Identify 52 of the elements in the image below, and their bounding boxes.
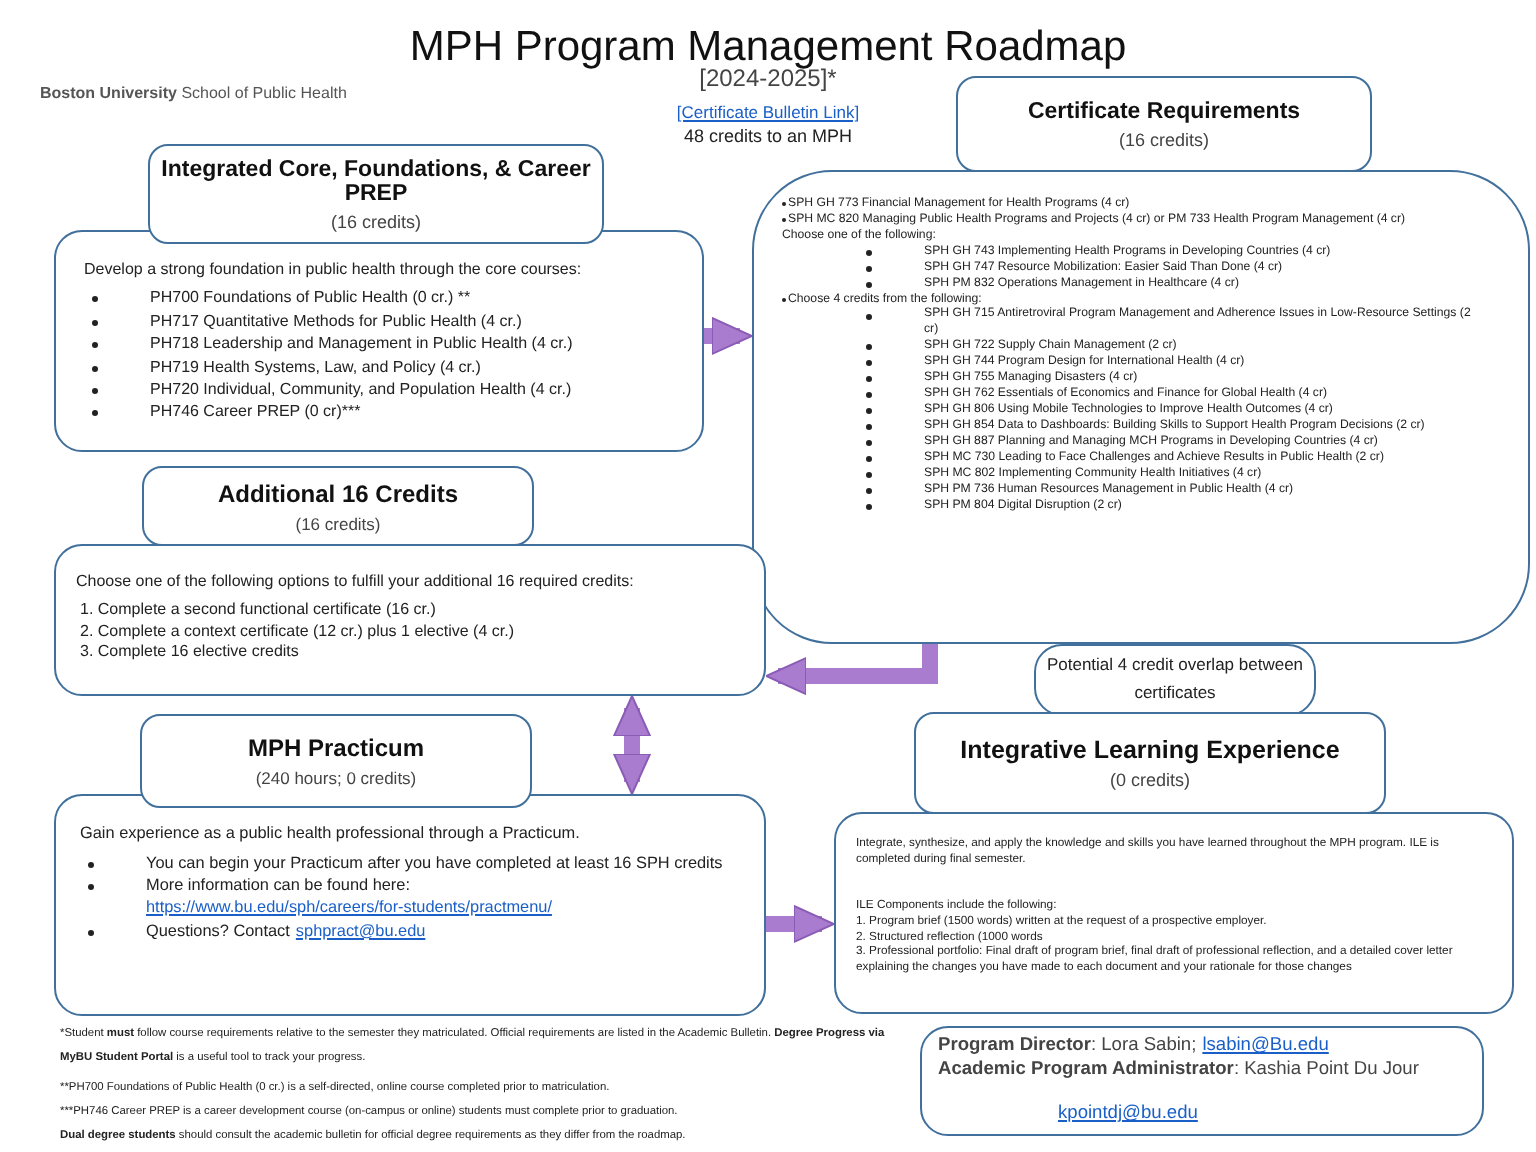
organization-name: Boston University School of Public Health xyxy=(40,84,347,104)
section-title: Integrative Learning Experience xyxy=(960,736,1340,764)
section-title: MPH Practicum xyxy=(247,734,425,762)
section-body-box xyxy=(834,812,1514,1014)
list-item: PH717 Quantitative Methods for Public Health (4 cr.) xyxy=(150,311,522,333)
section-body-box xyxy=(752,170,1530,644)
note-text: Potential 4 credit overlap between certificates xyxy=(1044,652,1306,706)
link: kpointdj@bu.edu xyxy=(1058,1100,1198,1125)
block-arrow xyxy=(613,695,651,795)
list-item: PH720 Individual, Community, and Population Health (4 cr.) xyxy=(150,379,572,401)
description-text: Gain experience as a public health professional through a Practicum. xyxy=(80,824,580,846)
section-header-box xyxy=(956,76,1372,172)
credit-count: (0 credits) xyxy=(1109,770,1190,790)
link: lsabin@Bu.edu xyxy=(1202,1032,1329,1057)
credit-count: (16 credits) xyxy=(295,513,381,533)
section-body-box xyxy=(54,230,704,452)
description-text: Choose one of the following options to fulfill your additional 16 required credits: xyxy=(76,572,634,593)
block-arrow xyxy=(766,905,835,943)
list-item: PH719 Health Systems, Law, and Policy (4 cr.) xyxy=(150,357,481,378)
list-item: 1. Complete a second functional certificate (16 cr.) xyxy=(80,600,436,622)
description-text: Develop a strong foundation in public health through the core courses: xyxy=(84,260,582,281)
note-box xyxy=(1034,644,1316,716)
list-item: Questions? Contact xyxy=(146,921,290,940)
section-header-box xyxy=(140,714,532,808)
link: sphpract@bu.edu xyxy=(295,921,426,943)
section-body-box xyxy=(54,544,766,696)
link: [Certificate Bulletin Link] xyxy=(674,102,862,123)
section-title: Additional 16 Credits xyxy=(217,479,459,507)
subtitle: 48 credits to an MPH xyxy=(681,126,855,148)
section-header-box xyxy=(914,712,1386,814)
section-header-box xyxy=(148,144,604,244)
section-body-box xyxy=(54,794,766,1016)
section-title: Integrated Core, Foundations, & Career PREP xyxy=(159,157,593,205)
list-item: More information can be found here: xyxy=(146,876,410,895)
block-arrow xyxy=(765,644,938,695)
list-item: You can begin your Practicum after you have completed at least 16 SPH credits xyxy=(146,853,723,872)
block-arrow xyxy=(704,317,753,355)
link: https://www.bu.edu/sph/careers/for-students/practmenu/ xyxy=(146,897,552,920)
section-header-box xyxy=(142,466,534,546)
contact-box xyxy=(920,1026,1484,1136)
list-item: PH746 Career PREP (0 cr)*** xyxy=(150,402,361,424)
credit-count: (16 credits) xyxy=(330,211,421,231)
section-title: Certificate Requirements xyxy=(1027,99,1301,123)
credit-count: (16 credits) xyxy=(1118,129,1209,149)
list-item: PH718 Leadership and Management in Public Health (4 cr.) xyxy=(150,334,573,356)
page-title: MPH Program Management Roadmap xyxy=(407,24,1129,70)
contact-text: Program Director: Lora Sabin; xyxy=(938,1032,1197,1057)
list-item: 3. Complete 16 elective credits xyxy=(80,642,299,664)
credit-count: (240 hours; 0 credits) xyxy=(255,768,417,788)
list-item: PH700 Foundations of Public Health (0 cr.) ** xyxy=(150,288,471,310)
list-item: 2. Complete a context certificate (12 cr.) plus 1 elective (4 cr.) xyxy=(80,621,514,643)
contact-text: Academic Program Administrator: Kashia Point Du Jour xyxy=(938,1056,1419,1081)
